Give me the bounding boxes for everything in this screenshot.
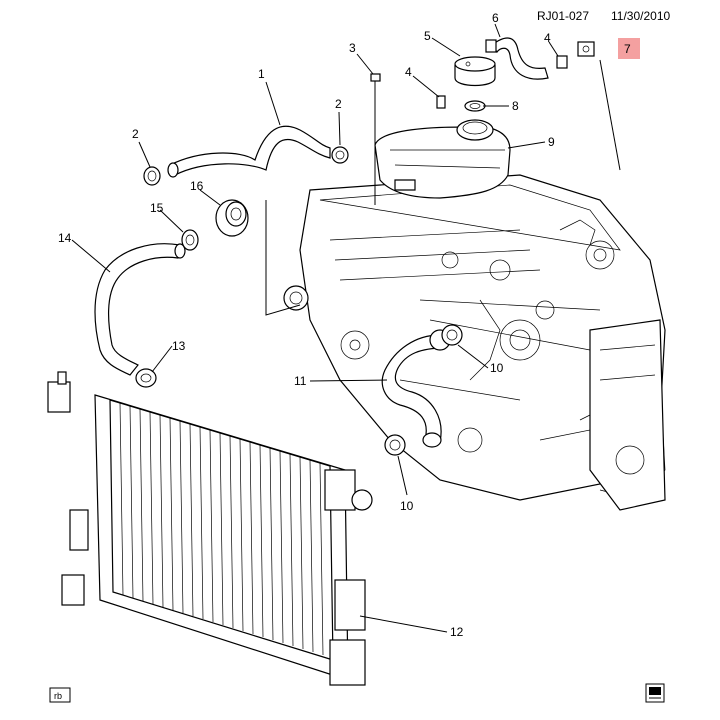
hose-clamp-13	[135, 368, 157, 388]
callout-5: 5	[424, 29, 431, 43]
callout-1: 1	[258, 67, 265, 81]
callout-11: 11	[294, 374, 307, 388]
diagram-code: RJ01-027	[537, 9, 589, 23]
bolt	[370, 73, 381, 150]
callout-8: 8	[512, 99, 519, 113]
callout-9: 9	[548, 135, 555, 149]
cap-seal	[464, 100, 486, 112]
logo-icon	[645, 683, 665, 703]
callout-3: 3	[349, 41, 356, 55]
callout-4-right: 4	[544, 31, 551, 45]
callout-15: 15	[150, 201, 164, 215]
radiator	[47, 371, 373, 686]
callout-7-highlight	[618, 38, 640, 59]
leader-lines	[71, 23, 621, 633]
callout-13: 13	[172, 339, 186, 353]
footer-tag-box	[49, 687, 71, 703]
upper-radiator-hose	[167, 125, 331, 178]
engine-assembly	[283, 174, 666, 511]
vent-hose	[485, 37, 549, 80]
stud-right	[556, 55, 568, 69]
callout-2-left: 2	[132, 127, 139, 141]
callout-12: 12	[450, 625, 464, 639]
callout-16: 16	[190, 179, 204, 193]
surge-tank-cap	[454, 56, 496, 87]
hose-clamp-10-upper	[441, 324, 463, 346]
callout-2-right: 2	[335, 97, 342, 111]
callout-6: 6	[492, 11, 499, 25]
stud-left	[436, 95, 446, 109]
surge-tank	[374, 119, 511, 199]
lower-radiator-hose	[94, 243, 186, 376]
hose-clamp-10-lower	[384, 434, 406, 456]
hose-clamp-15	[181, 229, 199, 251]
callout-7: 7	[624, 42, 631, 56]
hose-clamp-right	[331, 146, 349, 164]
thermostat	[215, 199, 249, 237]
footer-tag: rb	[54, 691, 62, 701]
engine-outlet-hose	[381, 329, 451, 448]
diagram-date: 11/30/2010	[611, 9, 670, 23]
callout-14: 14	[58, 231, 72, 245]
hose-clamp-left	[143, 166, 161, 186]
radiator-fins	[119, 402, 324, 656]
hose-fitting	[577, 41, 595, 57]
callout-4-left: 4	[405, 65, 412, 79]
callout-10-lower: 10	[400, 499, 414, 513]
callout-10-upper: 10	[490, 361, 504, 375]
